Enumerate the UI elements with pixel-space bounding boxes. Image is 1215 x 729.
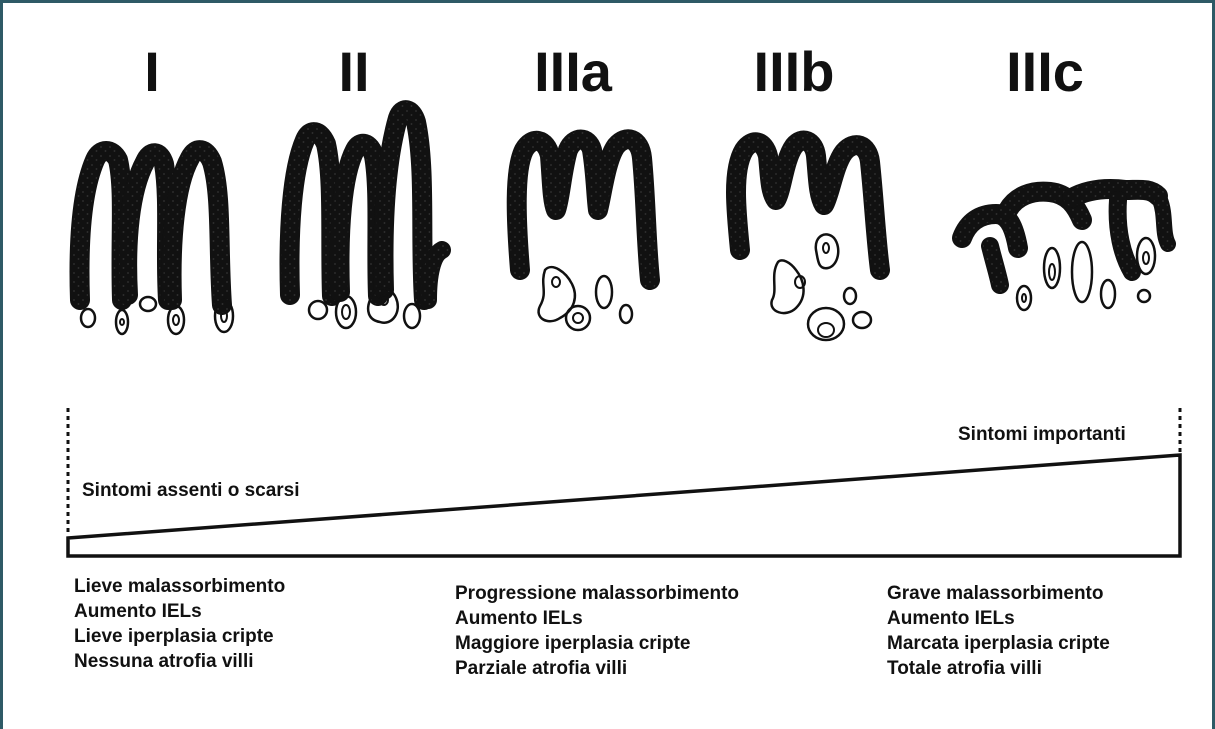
column-severe-line: Aumento IELs [887,606,1110,631]
column-progressive-line: Maggiore iperplasia cripte [455,631,739,656]
column-mild-line: Lieve malassorbimento [74,574,285,599]
low-symptoms-label: Sintomi assenti o scarsi [82,480,300,502]
stage-iiic-mucosa-illustration [962,189,1168,310]
column-mild: Lieve malassorbimento Aumento IELs Lieve… [74,574,285,674]
column-progressive-line: Progressione malassorbimento [455,581,739,606]
column-progressive: Progressione malassorbimento Aumento IEL… [455,581,739,681]
column-severe-line: Totale atrofia villi [887,656,1110,681]
column-severe-line: Marcata iperplasia cripte [887,631,1110,656]
stage-ii-mucosa-illustration [290,110,442,328]
column-mild-line: Nessuna atrofia villi [74,649,285,674]
column-progressive-line: Parziale atrofia villi [455,656,739,681]
column-progressive-line: Aumento IELs [455,606,739,631]
stage-iiia-mucosa-illustration [517,139,650,330]
column-mild-line: Lieve iperplasia cripte [74,624,285,649]
column-mild-line: Aumento IELs [74,599,285,624]
stage-i-mucosa-illustration [80,150,233,334]
column-severe: Grave malassorbimento Aumento IELs Marca… [887,581,1110,681]
column-severe-line: Grave malassorbimento [887,581,1110,606]
high-symptoms-label: Sintomi importanti [958,424,1126,446]
stage-iiib-mucosa-illustration [736,141,880,340]
severity-triangle [68,455,1180,556]
